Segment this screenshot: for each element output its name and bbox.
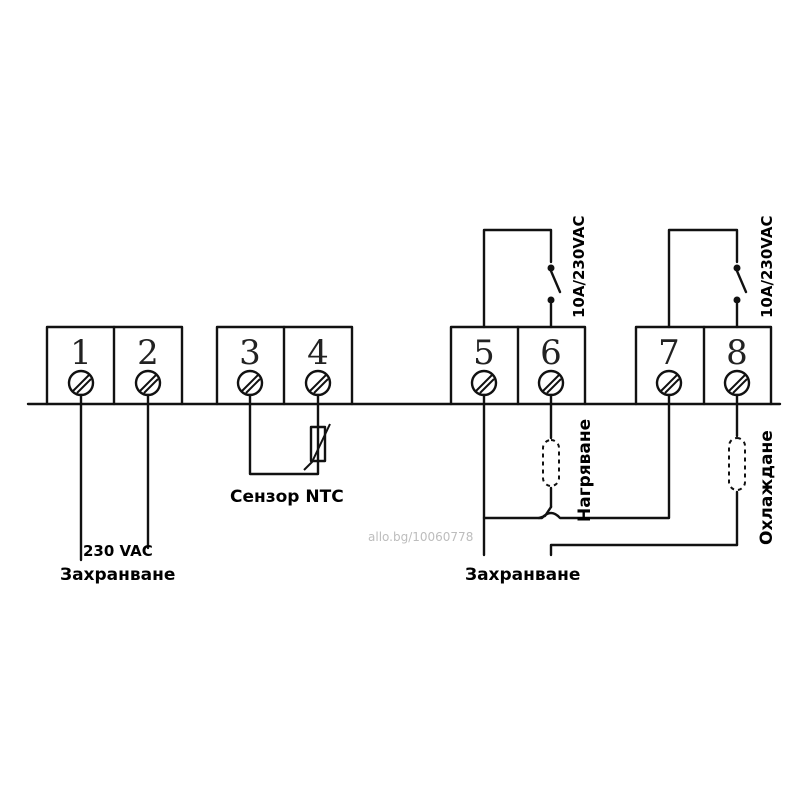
screw-icon-5 xyxy=(470,369,498,397)
thermistor-icon xyxy=(303,423,331,471)
screw-icon-7 xyxy=(655,369,683,397)
relay-heat-rating: 10A/230VAC xyxy=(570,216,588,318)
cooling-label: Охлаждане xyxy=(757,430,777,545)
terminal-number-3: 3 xyxy=(239,333,261,373)
screw-icon-2 xyxy=(134,369,162,397)
terminal-number-8: 8 xyxy=(726,333,748,373)
terminal-number-4: 4 xyxy=(307,333,329,373)
terminal-block-1-2 xyxy=(45,325,184,406)
terminal-block-7-8 xyxy=(634,325,773,406)
watermark-text: allo.bg/10060778 xyxy=(368,530,473,544)
cooler-load-icon xyxy=(728,437,746,491)
terminal-number-6: 6 xyxy=(540,333,562,373)
terminal-number-2: 2 xyxy=(137,333,159,373)
terminal-block-5-6 xyxy=(449,325,587,406)
relay-cool-common xyxy=(667,228,739,329)
screw-icon-4 xyxy=(304,369,332,397)
supply-label-left: Захранване xyxy=(60,565,175,585)
terminal-block-3-4 xyxy=(215,325,354,406)
relay-heat-common xyxy=(482,228,553,329)
supply-voltage-label: 230 VAC xyxy=(83,542,153,560)
relay-heat-switch-icon xyxy=(547,264,562,329)
screw-icon-1 xyxy=(67,369,95,397)
common-return-wire xyxy=(482,393,671,520)
screw-icon-6 xyxy=(537,369,565,397)
relay-cool-rating: 10A/230VAC xyxy=(758,216,776,318)
sensor-wire-loop xyxy=(248,393,320,476)
terminal-number-7: 7 xyxy=(658,333,680,373)
relay-cool-switch-icon xyxy=(733,264,748,329)
heating-label: Нагряване xyxy=(575,419,595,522)
load-neutral-wire xyxy=(549,543,739,557)
screw-icon-3 xyxy=(236,369,264,397)
supply-label-right: Захранване xyxy=(465,565,580,585)
screw-icon-8 xyxy=(723,369,751,397)
terminal-number-1: 1 xyxy=(70,333,92,373)
terminal-number-5: 5 xyxy=(473,333,495,373)
sensor-label: Сензор NTC xyxy=(230,487,344,507)
heater-load-icon xyxy=(542,439,560,487)
